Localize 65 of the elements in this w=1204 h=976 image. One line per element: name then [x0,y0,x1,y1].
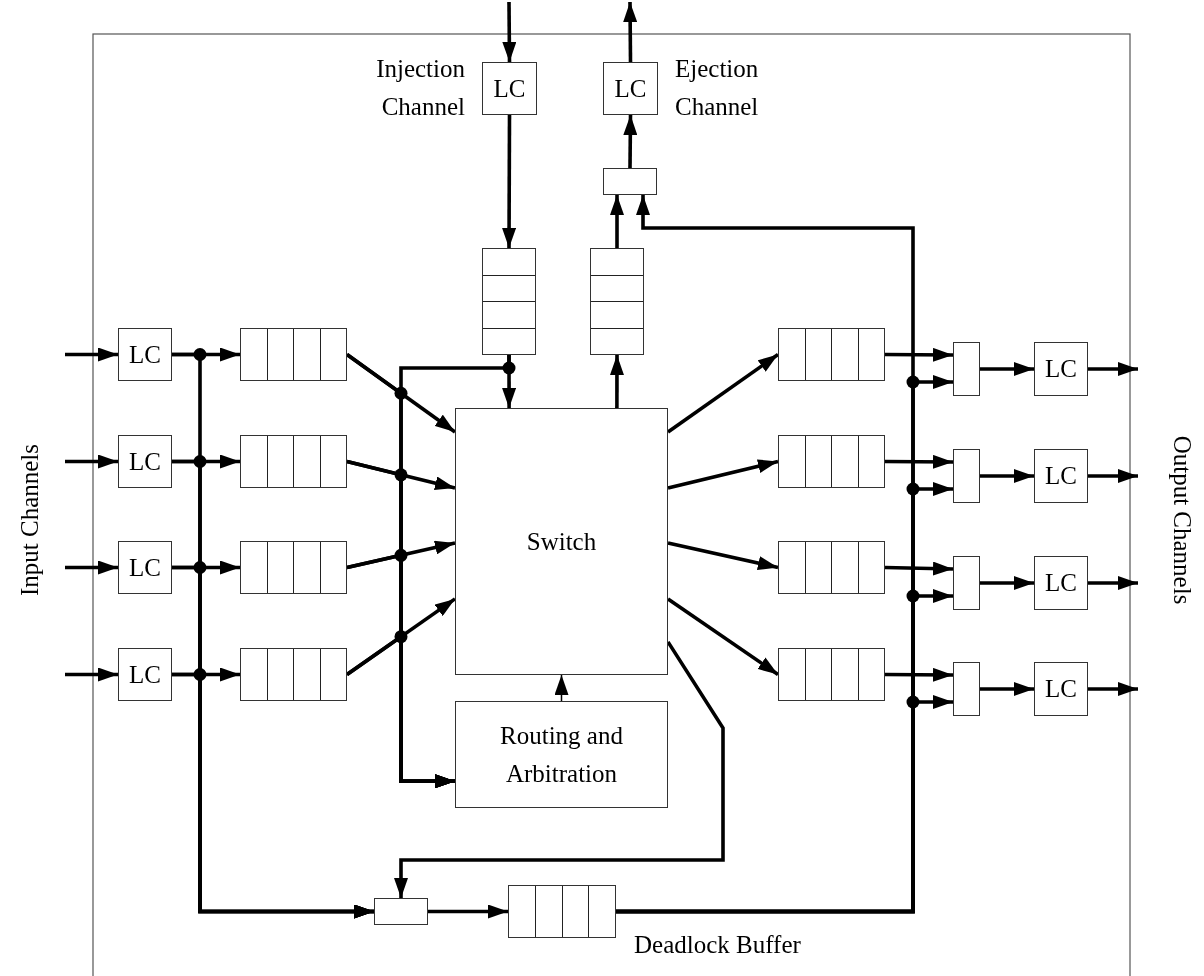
arrow [623,2,638,62]
arrow [609,355,624,408]
arrow [1088,682,1138,696]
arrow [65,454,118,469]
side-label: Output Channels [1168,435,1196,605]
line-controller-box: LC [1034,662,1088,716]
multiplexer-box [953,449,980,503]
buffer-queue [240,648,347,701]
arrow [666,353,780,434]
arrow [885,667,953,682]
buffer-queue [240,328,347,381]
arrow [428,904,508,919]
arrow [623,115,638,168]
arrow [502,115,517,248]
channel-caption: Ejection Channel [675,54,760,122]
buffer-queue [240,541,347,594]
arrow [1088,576,1138,590]
line-controller-box: LC [603,62,658,115]
channel-caption: Deadlock Buffer [634,930,802,960]
arrow [65,347,118,362]
arrow [980,362,1034,376]
buffer-queue [778,435,885,488]
multiplexer-box [953,342,980,396]
arrow [172,672,374,919]
buffer-queue [482,248,536,355]
arrow [65,667,118,682]
arrow [394,640,725,898]
arrow [502,2,517,62]
arrow [980,576,1034,590]
buffer-queue [590,248,644,355]
multiplexer-box [953,556,980,610]
arrow [616,695,953,914]
multiplexer-box [374,898,428,925]
switch-box: Switch [455,408,668,675]
arrow [884,561,954,576]
line-controller-box: LC [118,541,172,594]
arrow [554,674,569,702]
line-controller-box: LC [1034,556,1088,610]
routing-arbitration-box: Routing and Arbitration [455,701,668,808]
arrow [667,541,779,570]
buffer-queue [778,541,885,594]
arrow [1088,469,1138,483]
buffer-queue [778,328,885,381]
line-controller-box: LC [1034,449,1088,503]
arrow [980,469,1034,483]
arrow [885,347,953,362]
arrow [1088,362,1138,376]
arrow [885,454,953,469]
buffer-queue [508,885,616,938]
channel-caption: Injection Channel [375,54,465,122]
arrow [666,597,780,676]
buffer-queue [778,648,885,701]
arrow [610,195,624,248]
buffer-queue [240,435,347,488]
line-controller-box: LC [482,62,537,115]
multiplexer-box [953,662,980,716]
multiplexer-box [603,168,657,195]
line-controller-box: LC [118,648,172,701]
line-controller-box: LC [1034,342,1088,396]
arrow [980,682,1034,696]
side-label: Input Channels [16,443,44,597]
line-controller-box: LC [118,435,172,488]
line-controller-box: LC [118,328,172,381]
arrow [65,560,118,575]
arrow [667,459,779,490]
